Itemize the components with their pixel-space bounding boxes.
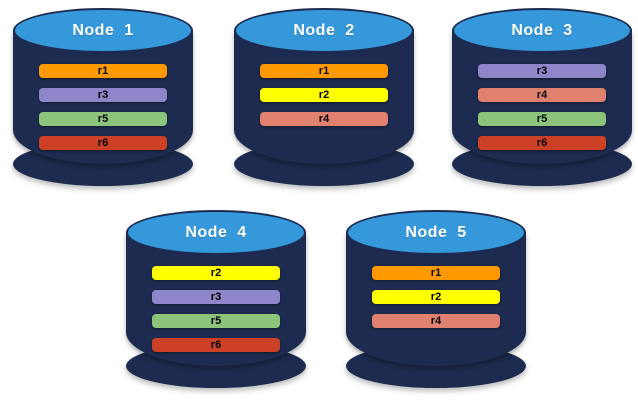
cylinder-top-ellipse: Node 4: [126, 210, 306, 255]
database-node-3[interactable]: Node 3 r3 r4 r5 r6: [452, 8, 632, 186]
cylinder-top-ellipse: Node 3: [452, 8, 632, 53]
shard-bar-r6[interactable]: r6: [478, 136, 606, 150]
shard-bar-r4[interactable]: r4: [260, 112, 388, 126]
node-label: Node 2: [293, 21, 355, 39]
shard-bar-r6[interactable]: r6: [39, 136, 167, 150]
shard-list: r1 r2 r4: [234, 48, 414, 126]
shard-bar-r3[interactable]: r3: [478, 64, 606, 78]
shard-bar-r3[interactable]: r3: [39, 88, 167, 102]
shard-bar-r1[interactable]: r1: [39, 64, 167, 78]
shard-list: r1 r2 r4: [346, 250, 526, 328]
cylinder-bottom-ellipse: [234, 142, 414, 186]
shard-bar-r4[interactable]: r4: [478, 88, 606, 102]
shard-list: r2 r3 r5 r6: [126, 250, 306, 352]
cylinder-top-ellipse: Node 1: [13, 8, 193, 53]
database-node-1[interactable]: Node 1 r1 r3 r5 r6: [13, 8, 193, 186]
shard-bar-r3[interactable]: r3: [152, 290, 280, 304]
shard-list: r1 r3 r5 r6: [13, 48, 193, 150]
node-label: Node 1: [72, 21, 134, 39]
shard-bar-r1[interactable]: r1: [372, 266, 500, 280]
shard-bar-r2[interactable]: r2: [260, 88, 388, 102]
cylinder-top-ellipse: Node 5: [346, 210, 526, 255]
shard-bar-r4[interactable]: r4: [372, 314, 500, 328]
shard-bar-r5[interactable]: r5: [39, 112, 167, 126]
node-label: Node 5: [405, 223, 467, 241]
shard-bar-r6[interactable]: r6: [152, 338, 280, 352]
node-label: Node 3: [511, 21, 573, 39]
database-node-4[interactable]: Node 4 r2 r3 r5 r6: [126, 210, 306, 388]
cylinder-top-ellipse: Node 2: [234, 8, 414, 53]
node-label: Node 4: [185, 223, 247, 241]
shard-bar-r5[interactable]: r5: [152, 314, 280, 328]
database-node-5[interactable]: Node 5 r1 r2 r4: [346, 210, 526, 388]
shard-list: r3 r4 r5 r6: [452, 48, 632, 150]
database-node-2[interactable]: Node 2 r1 r2 r4: [234, 8, 414, 186]
shard-bar-r2[interactable]: r2: [372, 290, 500, 304]
shard-bar-r5[interactable]: r5: [478, 112, 606, 126]
shard-bar-r1[interactable]: r1: [260, 64, 388, 78]
cylinder-bottom-ellipse: [346, 344, 526, 388]
shard-bar-r2[interactable]: r2: [152, 266, 280, 280]
